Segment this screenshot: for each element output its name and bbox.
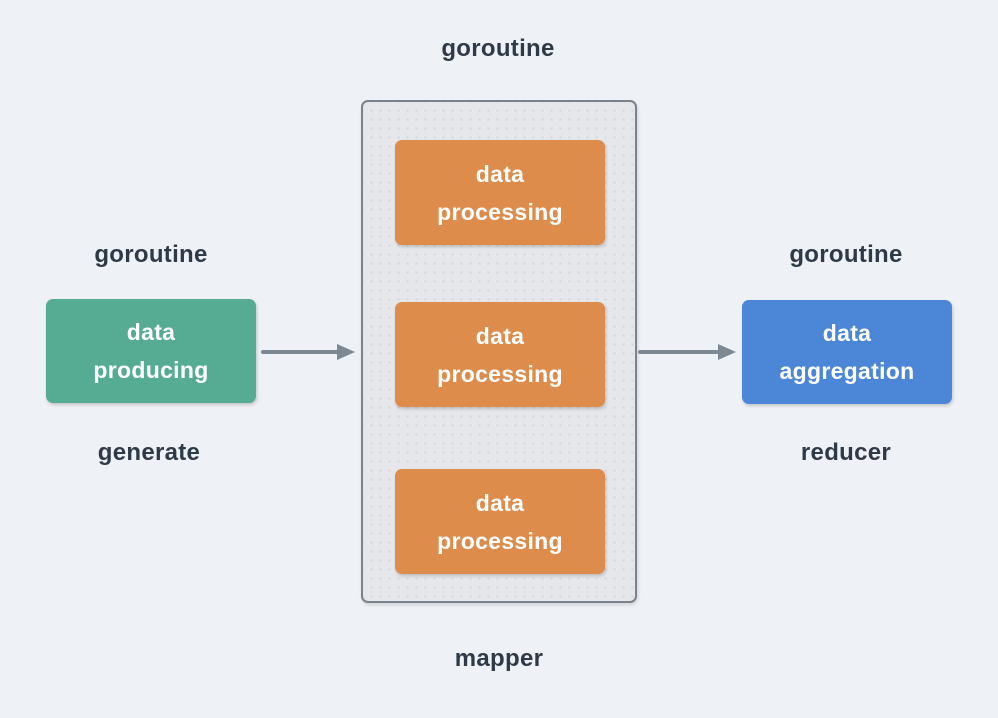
node-text-line2: processing <box>437 360 563 387</box>
arrow-producer-to-mapper-icon <box>261 344 355 360</box>
node-text-line2: aggregation <box>779 358 915 384</box>
producer-stage-label: generate <box>97 439 201 466</box>
producer-goroutine-label: goroutine <box>94 241 208 268</box>
data-producing-node: data producing <box>46 299 256 403</box>
node-text-line2: producing <box>93 357 209 383</box>
data-processing-node: data processing <box>395 140 605 245</box>
data-processing-node: data processing <box>395 302 605 407</box>
node-text-line1: data <box>822 320 872 346</box>
data-aggregation-node: data aggregation <box>742 300 952 404</box>
mapper-goroutine-label: goroutine <box>441 35 555 62</box>
node-text-line1: data <box>475 322 525 349</box>
mapper-stage-label: mapper <box>454 645 544 672</box>
node-text-line1: data <box>475 489 525 516</box>
reducer-goroutine-label: goroutine <box>789 241 903 268</box>
data-processing-node: data processing <box>395 469 605 574</box>
mapper-group: data processing data processing data pro… <box>361 100 637 603</box>
node-text-line2: processing <box>437 198 563 225</box>
reducer-stage-label: reducer <box>800 439 892 466</box>
node-text-line1: data <box>475 160 525 187</box>
arrow-mapper-to-reducer-icon <box>638 344 736 360</box>
node-text-line2: processing <box>437 527 563 554</box>
node-text-line1: data <box>126 319 176 345</box>
